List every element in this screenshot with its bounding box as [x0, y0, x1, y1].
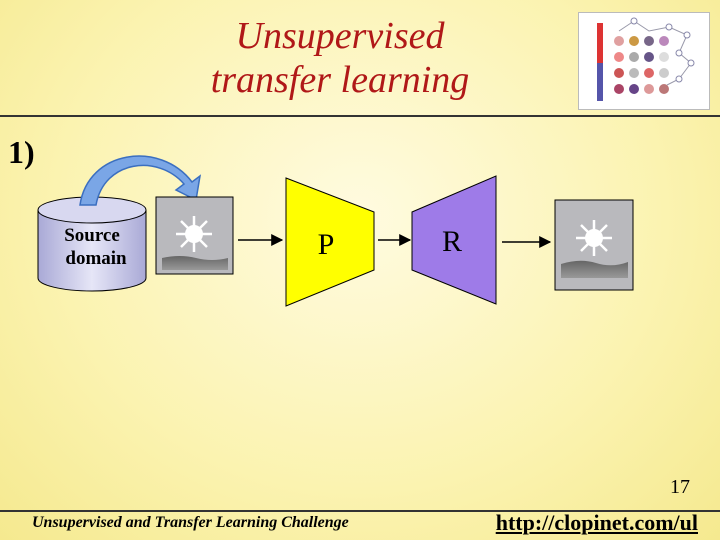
title-line-2: transfer learning: [210, 59, 470, 101]
source-domain-cylinder: Source domain: [37, 196, 147, 292]
graph-thumbnail-drawing: [597, 17, 695, 101]
source-label-line-2: domain: [65, 248, 127, 269]
footer-link[interactable]: http://clopinet.com/ul: [495, 510, 698, 535]
thumbnail-dots: [614, 36, 669, 94]
input-image: [155, 196, 234, 275]
sun-icon: [176, 216, 212, 252]
r-block: R: [411, 175, 497, 305]
step-number: 1): [8, 134, 35, 170]
p-block: P: [285, 177, 375, 307]
output-image: [554, 199, 634, 291]
source-label-line-1: Source: [64, 225, 120, 246]
title-line-1: Unsupervised: [235, 15, 445, 57]
graph-thumbnail-image: [578, 12, 710, 110]
p-label: P: [318, 228, 335, 261]
slide-title: Unsupervised transfer learning: [120, 14, 560, 102]
footer-title: Unsupervised and Transfer Learning Chall…: [32, 514, 349, 531]
curved-arrow: [79, 155, 202, 206]
sun-icon-output: [576, 220, 612, 256]
thumbnail-graph-nodes: [630, 17, 695, 83]
title-divider: [0, 115, 720, 117]
footer-divider: [0, 510, 720, 512]
r-label: R: [442, 225, 462, 258]
page-number: 17: [670, 476, 690, 498]
